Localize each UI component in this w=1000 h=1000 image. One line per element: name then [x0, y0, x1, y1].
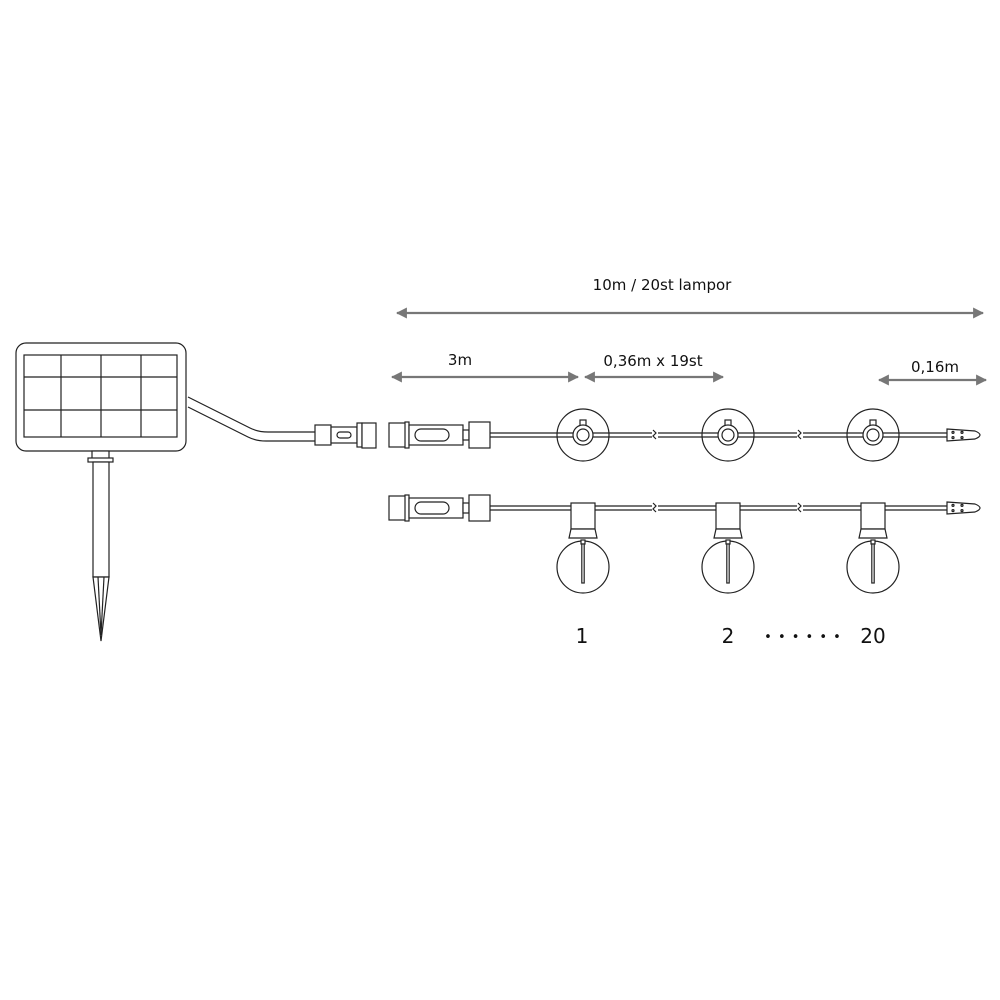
dimension-spacing: 0,36m x 19st [583, 352, 725, 383]
dimension-lead: 3m [390, 351, 580, 383]
dimension-total: 10m / 20st lampor [395, 276, 985, 319]
dimension-total-label: 10m / 20st lampor [593, 276, 733, 294]
bulb-number-1: 1 [576, 624, 589, 648]
bulb-icon [701, 502, 755, 594]
dimension-tail: 0,16m [877, 358, 988, 386]
light-string-top-view [388, 408, 981, 462]
bulb-number-20: 20 [860, 624, 885, 648]
dimension-lead-label: 3m [448, 351, 472, 369]
bulb-icon [846, 502, 900, 594]
bulb-icon [556, 502, 610, 594]
ground-stake-icon [87, 450, 114, 642]
panel-connector-icon [314, 422, 377, 449]
light-string-side-view [388, 494, 981, 594]
bulb-number-ellipsis: • • • • • • [764, 630, 842, 645]
dimension-tail-label: 0,16m [911, 358, 959, 376]
solar-panel-icon [15, 342, 316, 452]
dimension-spacing-label: 0,36m x 19st [603, 352, 702, 370]
socket-top-icon [556, 408, 610, 462]
bulb-number-2: 2 [722, 624, 735, 648]
socket-top-icon [701, 408, 755, 462]
socket-top-icon [846, 408, 900, 462]
